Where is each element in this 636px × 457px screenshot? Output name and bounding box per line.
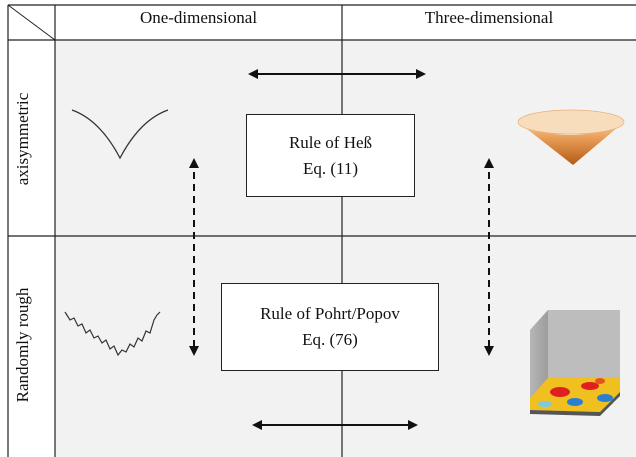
axisymmetric-1d-profile <box>71 109 169 160</box>
row-label-axisymmetric: axisymmetric <box>13 92 32 186</box>
rough-1d-profile <box>64 311 161 357</box>
column-header-one-dimensional: One-dimensional <box>139 8 258 27</box>
rule-of-pohrt-popov-equation: Eq. (76) <box>302 330 358 349</box>
cone-3d-icon <box>517 109 625 165</box>
column-header-three-dimensional: Three-dimensional <box>424 8 554 27</box>
rough-surface-3d-icon <box>530 310 620 416</box>
corner-diagonal <box>7 4 56 41</box>
rule-of-pohrt-popov-title: Rule of Pohrt/Popov <box>260 304 400 323</box>
rule-of-hess-title: Rule of Heß <box>288 132 373 152</box>
rule-of-hess-equation: Eq. (11) <box>302 158 359 178</box>
rule-of-hess-box: Rule of Heß Eq. (11) <box>246 114 415 197</box>
rule-of-pohrt-popov-box: Rule of Pohrt/Popov Eq. (76) <box>221 283 439 371</box>
row-label-randomly-rough: Randomly rough <box>13 287 32 403</box>
